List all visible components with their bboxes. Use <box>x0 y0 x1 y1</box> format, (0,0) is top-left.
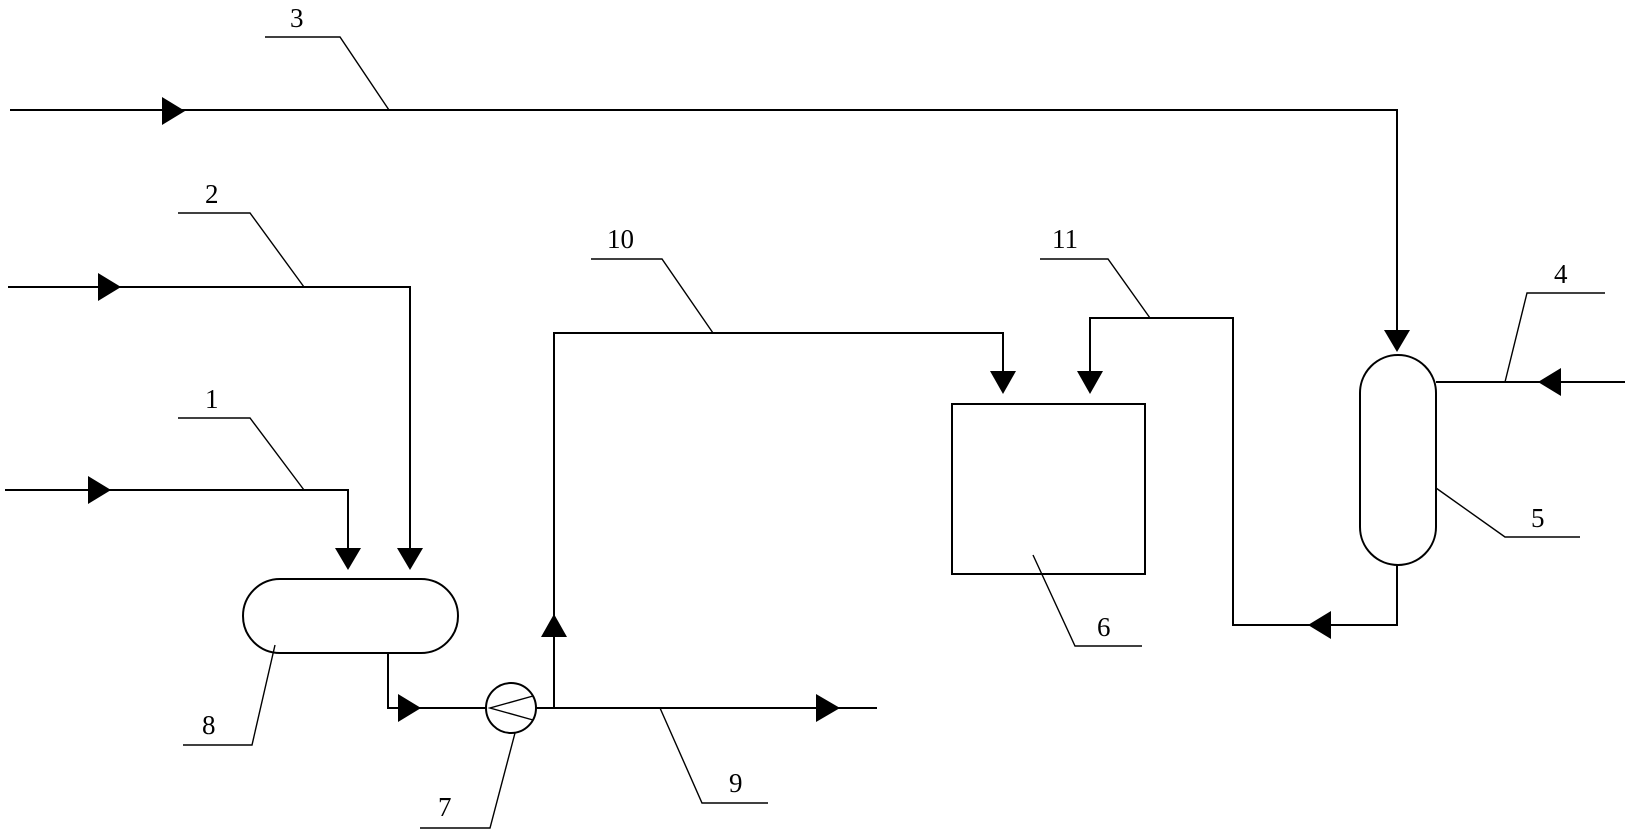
stream-11-return-arrow <box>1308 611 1331 639</box>
stream-11-tank-6-arrow <box>1077 371 1103 394</box>
leader-10 <box>591 258 714 334</box>
stream-10-up-arrow <box>541 614 567 637</box>
label-9: 9 <box>729 768 743 798</box>
pump-7-inlet-arrow <box>398 694 421 722</box>
leader-2 <box>178 212 305 288</box>
stream-2-line <box>8 273 423 570</box>
label-4: 4 <box>1554 259 1568 289</box>
stream-3-line <box>10 97 1410 352</box>
label-8: 8 <box>202 710 216 740</box>
stream-2-vessel-8-arrow <box>397 548 423 570</box>
leader-5 <box>1435 487 1580 538</box>
stream-2-inlet-arrow <box>98 273 121 301</box>
pump-7 <box>485 682 537 734</box>
vessel-5-vertical-column <box>1359 354 1437 566</box>
label-1: 1 <box>205 384 219 414</box>
stream-3-inlet-arrow <box>162 97 185 125</box>
leader-9 <box>659 707 768 804</box>
vessel-8-outlet-line <box>387 653 486 722</box>
label-5: 5 <box>1531 503 1545 533</box>
label-10: 10 <box>607 224 634 254</box>
stream-10-line <box>541 332 1016 708</box>
reference-labels: 3 2 10 11 4 1 5 6 8 7 9 <box>202 3 1568 822</box>
leader-6 <box>1032 554 1142 647</box>
leader-8 <box>183 644 276 746</box>
leader-1 <box>178 417 305 491</box>
stream-4-line <box>1436 368 1625 396</box>
stream-3-vessel-5-arrow <box>1384 330 1410 352</box>
label-6: 6 <box>1097 612 1111 642</box>
label-3: 3 <box>290 3 304 33</box>
tank-6 <box>951 403 1146 575</box>
stream-1-inlet-arrow <box>88 476 111 504</box>
leader-7 <box>420 732 516 829</box>
stream-11-line <box>1077 317 1398 639</box>
leader-lines <box>178 36 1605 829</box>
stream-10-tank-6-arrow <box>990 371 1016 394</box>
stream-9-outlet-arrow <box>816 694 840 722</box>
leader-11 <box>1040 258 1151 319</box>
label-2: 2 <box>205 179 219 209</box>
leader-3 <box>265 36 390 111</box>
stream-9-line <box>536 694 877 722</box>
leader-4 <box>1504 292 1605 383</box>
stream-1-line <box>5 476 361 570</box>
stream-4-inlet-arrow <box>1538 368 1561 396</box>
stream-1-vessel-8-arrow <box>335 548 361 570</box>
label-11: 11 <box>1052 224 1078 254</box>
label-7: 7 <box>438 792 452 822</box>
vessel-8-horizontal-drum <box>242 578 459 654</box>
